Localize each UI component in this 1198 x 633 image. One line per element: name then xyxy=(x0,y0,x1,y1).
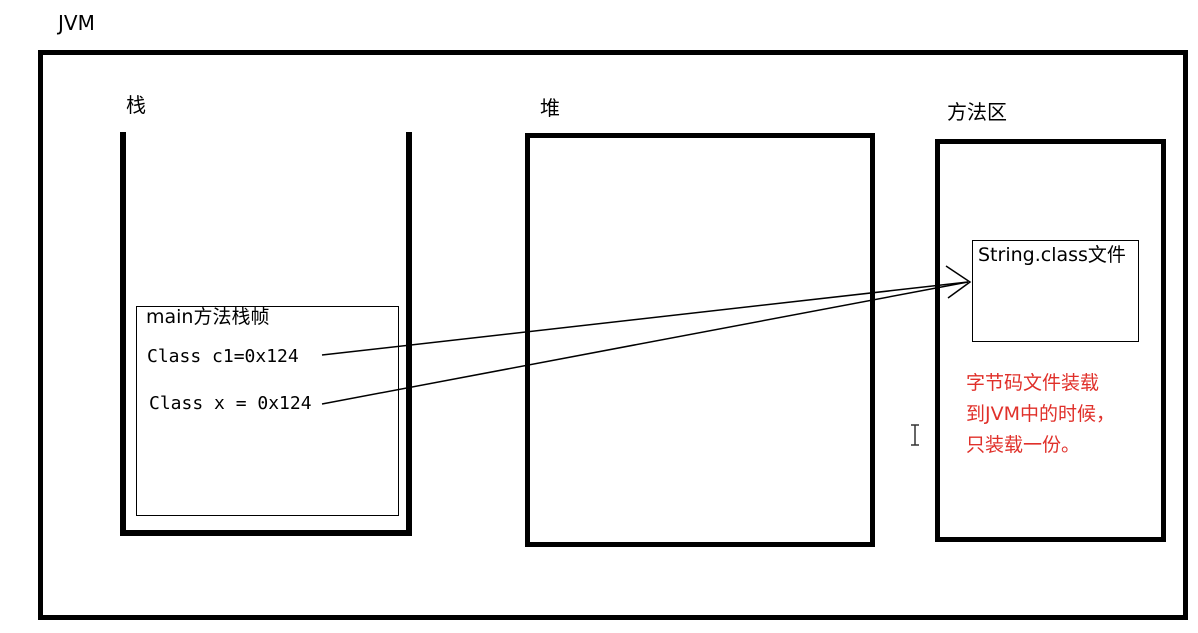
heap-box xyxy=(525,133,875,547)
stack-left-wall xyxy=(120,132,126,536)
arrowhead-icon xyxy=(945,265,972,299)
note-line-3: 只装载一份。 xyxy=(966,434,1081,456)
stack-label: 栈 xyxy=(126,93,146,117)
method-area-note: 字节码文件装载 到JVM中的时候， 只装载一份。 xyxy=(966,368,1115,461)
stack-var-c1: Class c1=0x124 xyxy=(147,346,299,367)
string-class-file-label: String.class文件 xyxy=(978,244,1126,266)
main-frame-label: main方法栈帧 xyxy=(146,306,270,328)
stack-bottom-wall xyxy=(120,530,412,536)
jvm-label: JVM xyxy=(58,11,95,35)
stack-var-x: Class x = 0x124 xyxy=(149,393,312,414)
method-area-box xyxy=(935,139,1166,542)
note-line-2: 到JVM中的时候， xyxy=(966,403,1115,425)
arrow-c1-to-class xyxy=(321,281,969,356)
jvm-container xyxy=(38,50,1188,620)
main-stack-frame xyxy=(136,306,399,516)
arrow-x-to-class xyxy=(321,281,969,405)
string-class-file-box xyxy=(972,240,1139,342)
stack-right-wall xyxy=(406,132,412,536)
method-area-label: 方法区 xyxy=(947,100,1007,124)
note-line-1: 字节码文件装载 xyxy=(966,372,1100,394)
text-cursor-icon xyxy=(910,424,920,446)
heap-label: 堆 xyxy=(540,96,560,120)
